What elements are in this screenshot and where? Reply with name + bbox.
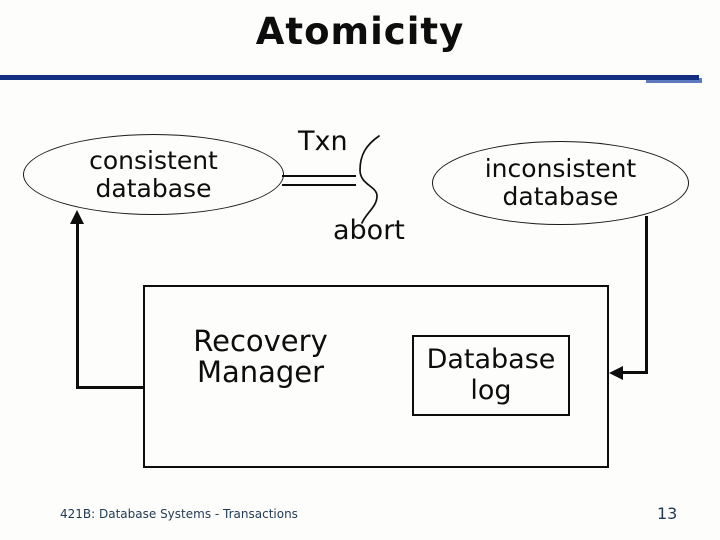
label-line: log bbox=[470, 374, 512, 406]
label-line: Database bbox=[426, 344, 556, 376]
arrow-stem bbox=[645, 216, 648, 374]
abort-label: abort bbox=[333, 215, 405, 246]
label-line: Recovery bbox=[193, 324, 328, 358]
title-rule-accent bbox=[646, 78, 702, 83]
recovery-manager-label: Recovery Manager bbox=[173, 324, 348, 390]
title-rule bbox=[0, 75, 699, 80]
arrow-stem bbox=[76, 386, 144, 389]
label-line: inconsistent bbox=[484, 154, 637, 183]
footer-course-label: 421B: Database Systems - Transactions bbox=[60, 507, 298, 521]
consistent-database-label: consistent database bbox=[89, 145, 218, 203]
txn-double-line-connector bbox=[282, 175, 356, 186]
txn-label: Txn bbox=[298, 126, 348, 157]
label-line: Manager bbox=[196, 355, 325, 390]
label-line: consistent bbox=[89, 145, 218, 175]
consistent-database-ellipse: consistent database bbox=[23, 134, 284, 215]
label-line: database bbox=[95, 173, 212, 203]
up-arrowhead-icon bbox=[70, 210, 84, 224]
inconsistent-database-label: inconsistent database bbox=[485, 155, 637, 211]
page-title: Atomicity bbox=[255, 10, 465, 53]
label-line: database bbox=[502, 182, 619, 211]
left-arrowhead-icon bbox=[609, 366, 623, 380]
page-number: 13 bbox=[657, 504, 678, 523]
database-log-box: Database log bbox=[412, 335, 570, 416]
recovery-manager-box bbox=[143, 285, 609, 468]
abort-squiggle-connector bbox=[359, 135, 380, 224]
arrow-stem bbox=[620, 371, 648, 374]
inconsistent-database-ellipse: inconsistent database bbox=[432, 141, 689, 225]
arrow-stem bbox=[76, 222, 79, 388]
